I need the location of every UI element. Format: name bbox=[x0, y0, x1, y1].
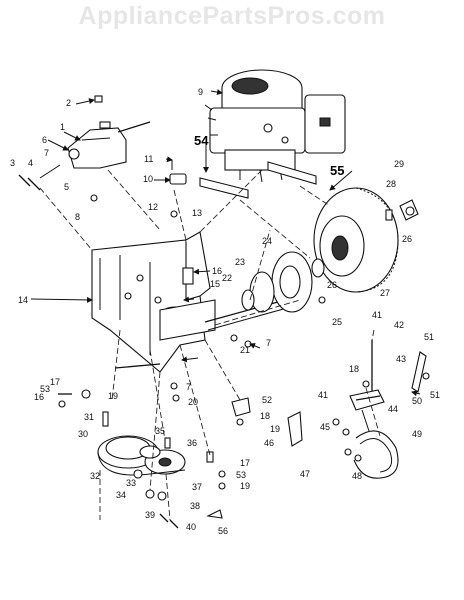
callout-44: 44 bbox=[388, 404, 398, 414]
callout-41: 41 bbox=[318, 390, 328, 400]
lower-hardware bbox=[102, 411, 179, 529]
callout-53: 53 bbox=[236, 470, 246, 480]
callout-20: 20 bbox=[188, 397, 198, 407]
callout-38: 38 bbox=[190, 501, 200, 511]
callout-36: 36 bbox=[187, 438, 197, 448]
callout-17: 17 bbox=[240, 458, 250, 468]
callout-52: 52 bbox=[262, 395, 272, 405]
callout-41: 41 bbox=[372, 310, 382, 320]
callout-2: 2 bbox=[66, 98, 71, 108]
friction-disc bbox=[241, 251, 326, 313]
callout-19: 19 bbox=[240, 481, 250, 491]
callout-49: 49 bbox=[412, 429, 422, 439]
callout-42: 42 bbox=[394, 320, 404, 330]
callout-13: 13 bbox=[192, 208, 202, 218]
callout-31: 31 bbox=[84, 412, 94, 422]
callout-21: 21 bbox=[240, 345, 250, 355]
callout-9: 9 bbox=[198, 87, 203, 97]
callout-8: 8 bbox=[75, 212, 80, 222]
callout-51: 51 bbox=[424, 332, 434, 342]
assembly-lines bbox=[39, 169, 381, 521]
callout-39: 39 bbox=[145, 510, 155, 520]
engine-mount-brackets bbox=[199, 161, 317, 199]
watermark: AppliancePartsPros.com bbox=[78, 2, 386, 30]
callout-26: 26 bbox=[327, 280, 337, 290]
callout-16: 16 bbox=[212, 266, 222, 276]
shaft-pins bbox=[18, 160, 187, 218]
engine bbox=[204, 69, 346, 183]
callout-37: 37 bbox=[192, 482, 202, 492]
callout-23: 23 bbox=[235, 257, 245, 267]
wheel-hub-nut bbox=[385, 199, 419, 221]
callout-5: 5 bbox=[64, 182, 69, 192]
callout-30: 30 bbox=[78, 429, 88, 439]
callout-29: 29 bbox=[394, 159, 404, 169]
callout-7: 7 bbox=[266, 338, 271, 348]
callout-11: 11 bbox=[144, 154, 153, 164]
callout-34: 34 bbox=[116, 490, 126, 500]
callout-51: 51 bbox=[430, 390, 440, 400]
callout-10: 10 bbox=[143, 174, 153, 184]
callout-48: 48 bbox=[352, 471, 362, 481]
callout-27: 27 bbox=[380, 288, 390, 298]
callout-53: 53 bbox=[40, 384, 50, 394]
callout-25: 25 bbox=[332, 317, 342, 327]
callout-33: 33 bbox=[126, 478, 136, 488]
callout-6: 6 bbox=[42, 135, 47, 145]
callout-47: 47 bbox=[300, 469, 310, 479]
wheel bbox=[313, 187, 399, 293]
callout-26: 26 bbox=[402, 234, 412, 244]
callout-3: 3 bbox=[10, 158, 15, 168]
gear-case bbox=[39, 95, 151, 179]
main-frame bbox=[91, 231, 216, 373]
callout-19: 19 bbox=[108, 391, 118, 401]
callout-19: 19 bbox=[270, 424, 280, 434]
center-brackets bbox=[58, 334, 252, 519]
callout-55: 55 bbox=[330, 163, 344, 178]
callout-17: 17 bbox=[50, 377, 60, 387]
callout-7: 7 bbox=[44, 148, 49, 158]
callout-18: 18 bbox=[260, 411, 270, 421]
callout-12: 12 bbox=[148, 202, 158, 212]
callout-54: 54 bbox=[194, 133, 209, 148]
callout-22: 22 bbox=[222, 273, 232, 283]
brake-band bbox=[344, 430, 399, 479]
callout-35: 35 bbox=[155, 426, 165, 436]
callout-46: 46 bbox=[264, 438, 274, 448]
callout-50: 50 bbox=[412, 396, 422, 406]
callout-24: 24 bbox=[262, 236, 272, 246]
callout-45: 45 bbox=[320, 422, 330, 432]
callout-56: 56 bbox=[218, 526, 228, 536]
clutch-linkage bbox=[287, 340, 430, 447]
callout-18: 18 bbox=[349, 364, 359, 374]
callout-43: 43 bbox=[396, 354, 406, 364]
callout-4: 4 bbox=[28, 158, 33, 168]
callout-14: 14 bbox=[18, 295, 28, 305]
callout-28: 28 bbox=[386, 179, 396, 189]
callout-15: 15 bbox=[210, 279, 220, 289]
callout-1: 1 bbox=[60, 122, 65, 132]
callout-40: 40 bbox=[186, 522, 196, 532]
pulleys bbox=[97, 435, 186, 476]
leader-lines bbox=[30, 89, 421, 397]
callout-16: 16 bbox=[34, 392, 44, 402]
callout-32: 32 bbox=[90, 471, 100, 481]
callout-7: 7 bbox=[186, 382, 191, 392]
